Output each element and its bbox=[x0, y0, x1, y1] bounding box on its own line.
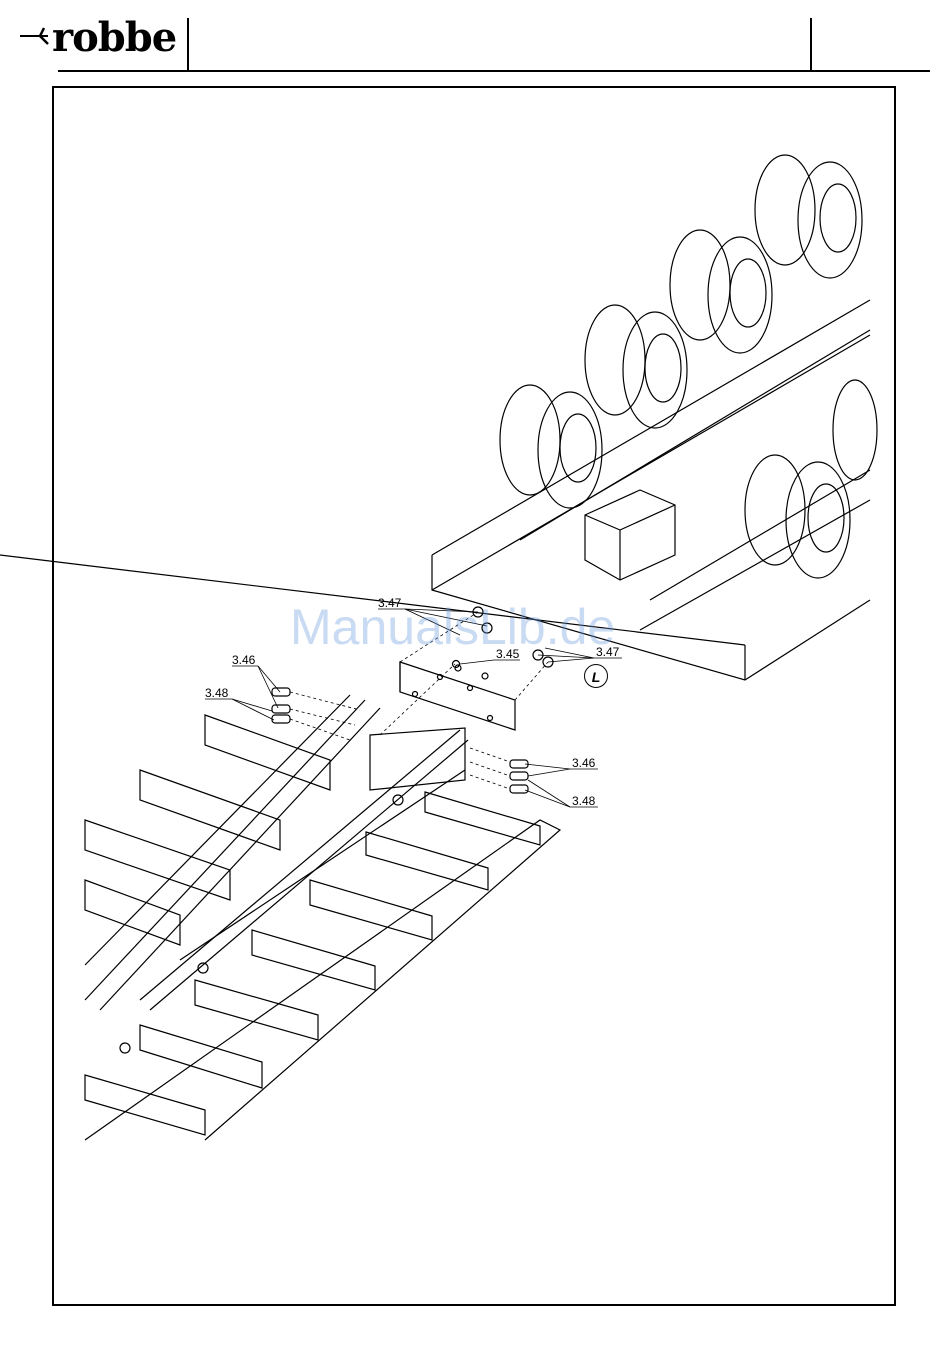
callout-3-47-right: 3.47 bbox=[596, 645, 619, 659]
page-header: robbe bbox=[0, 0, 950, 75]
watermark: ManualsLib.de bbox=[290, 598, 615, 656]
header-divider-left bbox=[187, 18, 189, 72]
brand-name: robbe bbox=[52, 14, 176, 61]
logo-arrow-icon bbox=[18, 18, 54, 48]
header-rule bbox=[58, 70, 930, 72]
callout-3-48-right: 3.48 bbox=[572, 794, 595, 808]
loctite-marker: L bbox=[584, 664, 608, 688]
callout-3-45: 3.45 bbox=[496, 647, 519, 661]
callout-3-48-left: 3.48 bbox=[205, 686, 228, 700]
callout-3-46-left: 3.46 bbox=[232, 653, 255, 667]
header-divider-right bbox=[810, 18, 812, 72]
callout-3-46-right: 3.46 bbox=[572, 756, 595, 770]
robbe-logo: robbe bbox=[18, 18, 188, 64]
callout-3-47-top: 3.47 bbox=[378, 596, 401, 610]
drawing-frame bbox=[52, 86, 896, 1306]
